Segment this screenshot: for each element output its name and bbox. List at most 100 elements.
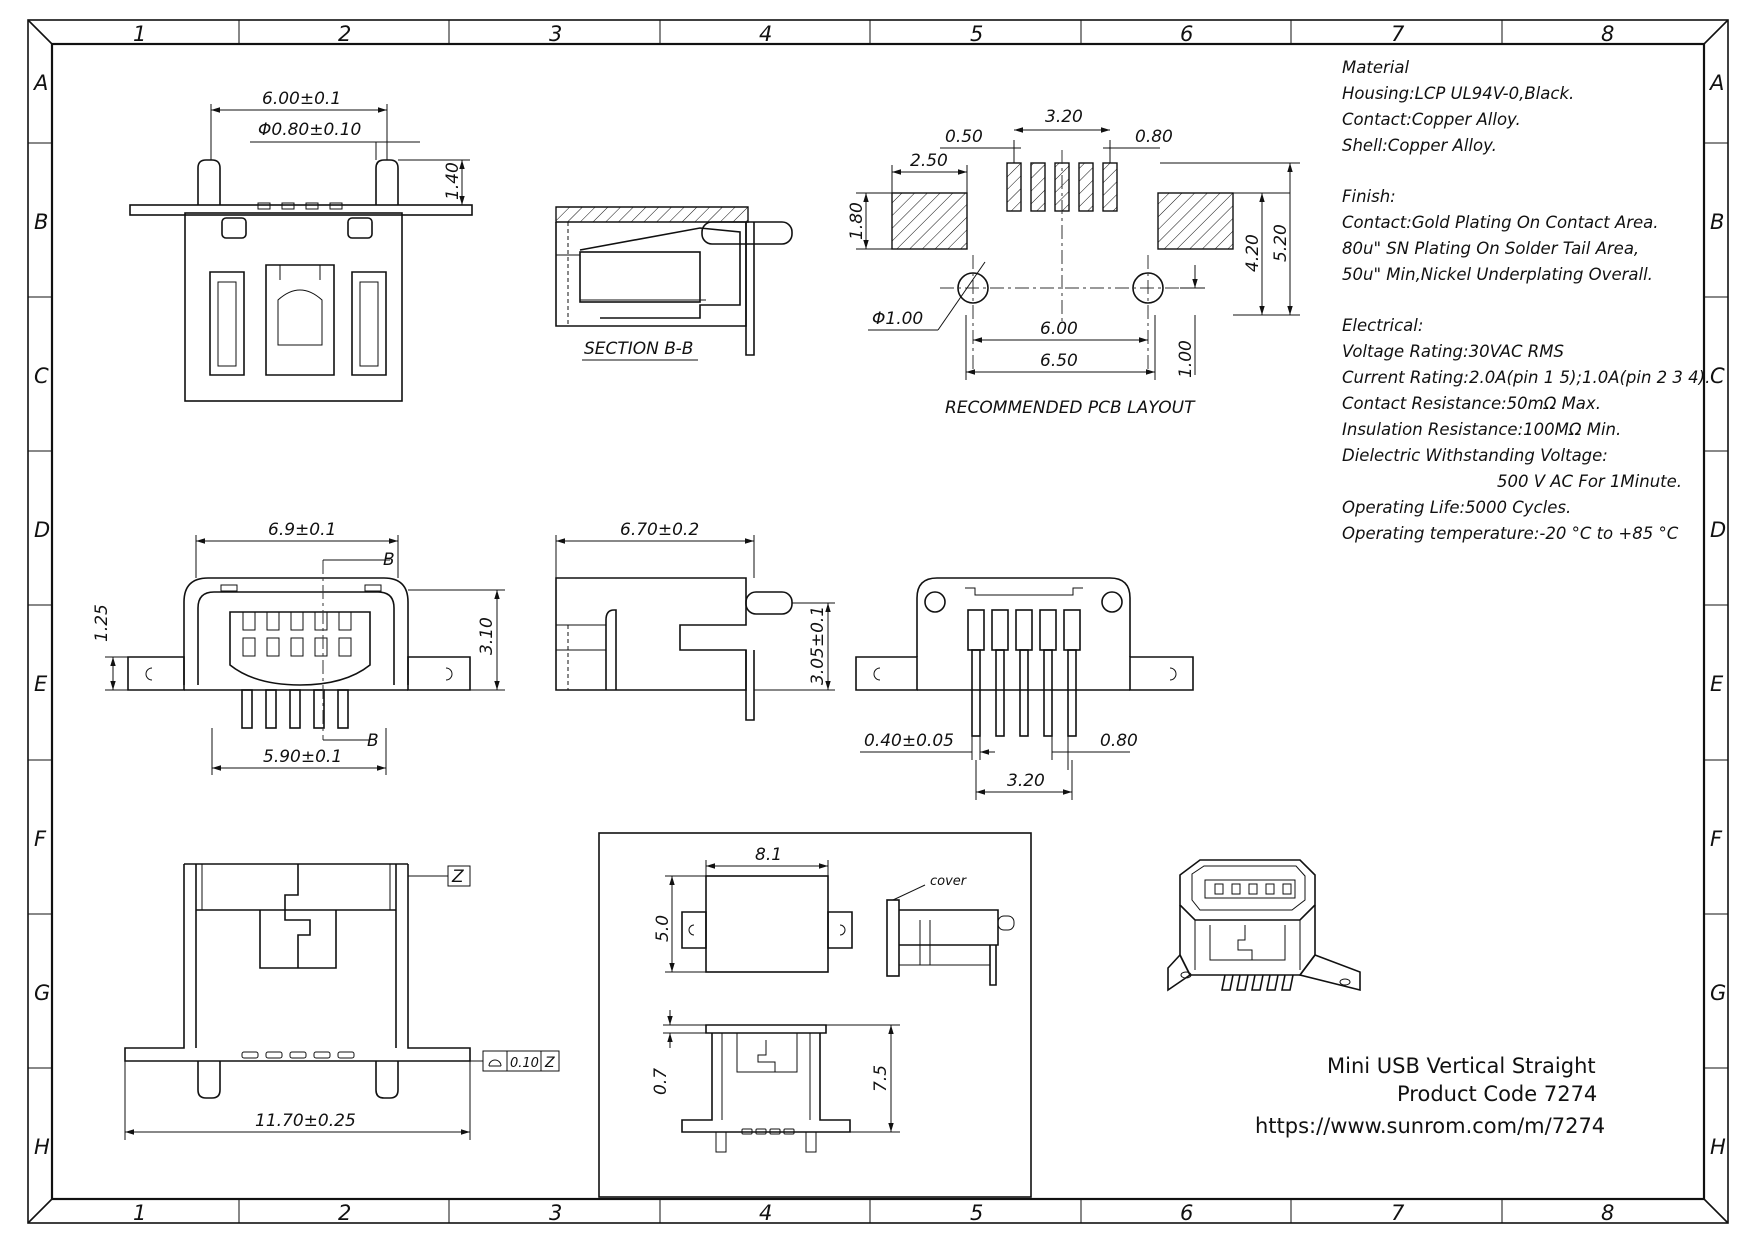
dim-label: 6.00±0.1 [262, 89, 341, 109]
dim-label: 7.5 [871, 1065, 891, 1092]
note-line: Material [1342, 58, 1409, 77]
dim-label: 1.00 [1176, 340, 1196, 378]
row-label: C [34, 364, 49, 388]
top-view: 6.00±0.1 Φ0.80±0.10 1.40 [129, 89, 473, 402]
section-view: SECTION B-B [555, 206, 793, 361]
cover-detail: 8.1 5.0 cover 0.7 7.5 [598, 832, 1032, 1198]
section-mark: B [383, 550, 395, 570]
note-line: Finish: [1342, 187, 1396, 206]
note-line: Current Rating:2.0A(pin 1 5);1.0A(pin 2 … [1342, 368, 1710, 387]
note-line: Operating Life:5000 Cycles. [1342, 498, 1571, 517]
dim-label: 3.20 [1007, 771, 1045, 791]
note-line: Shell:Copper Alloy. [1342, 136, 1497, 155]
dim-label: 5.20 [1271, 224, 1291, 262]
row-label: H [34, 1135, 50, 1159]
col-label: 8 [1601, 22, 1614, 46]
dim-label: 4.20 [1243, 234, 1263, 272]
pcb-layout-view: 3.20 0.50 0.80 2.50 1.80 4.20 5.20 Φ1.00… [847, 107, 1300, 418]
col-label: 6 [1180, 22, 1193, 46]
dim-label: 1.25 [92, 604, 112, 642]
row-label: E [34, 672, 48, 696]
row-label: F [34, 827, 47, 851]
section-mark: B [367, 731, 379, 751]
product-url: https://www.sunrom.com/m/7274 [1255, 1114, 1605, 1138]
col-label: 5 [970, 22, 983, 46]
note-line: Housing:LCP UL94V-0,Black. [1342, 84, 1574, 103]
dim-label: 0.80 [1135, 127, 1173, 147]
col-label: 2 [338, 22, 351, 46]
row-label: D [1710, 518, 1726, 542]
front-view: B B 6.9±0.1 5.90±0.1 3.10 1.25 [92, 520, 505, 775]
dim-label: 6.70±0.2 [620, 520, 699, 540]
title-block: Mini USB Vertical Straight Product Code … [1255, 1054, 1605, 1138]
col-label: 3 [549, 1201, 562, 1225]
rear-view: 0.40±0.05 0.80 3.20 [855, 577, 1194, 800]
row-label: H [1710, 1135, 1726, 1159]
dim-label: Φ1.00 [872, 309, 923, 329]
dim-label: 0.7 [651, 1068, 671, 1095]
side-view: 6.70±0.2 3.05±0.1 [555, 520, 835, 721]
col-label: 5 [970, 1201, 983, 1225]
note-line: 80u" SN Plating On Solder Tail Area, [1342, 239, 1639, 258]
col-label: 6 [1180, 1201, 1193, 1225]
dim-label: 5.90±0.1 [263, 747, 342, 767]
row-label: F [1710, 827, 1723, 851]
drawing-frame [27, 19, 1729, 1224]
row-label: D [34, 518, 50, 542]
dim-label: 1.80 [847, 202, 867, 240]
note-line: Operating temperature:-20 °C to +85 °C [1342, 524, 1679, 543]
note-line: Electrical: [1342, 316, 1423, 335]
col-label: 8 [1601, 1201, 1614, 1225]
row-label: G [34, 981, 50, 1005]
col-label: 3 [549, 22, 562, 46]
note-line: Dielectric Withstanding Voltage: [1342, 446, 1608, 465]
dim-label: 3.20 [1045, 107, 1083, 127]
dim-label: 0.40±0.05 [864, 731, 954, 751]
col-label: 7 [1391, 22, 1405, 46]
row-label: B [34, 210, 48, 234]
note-line: Insulation Resistance:100MΩ Min. [1342, 420, 1621, 439]
flatness-value: 0.10 [510, 1056, 539, 1071]
dim-label: 5.0 [653, 915, 673, 942]
dim-label: 1.40 [443, 162, 463, 200]
col-label: 4 [759, 22, 772, 46]
cover-label: cover [930, 874, 968, 889]
note-line: Voltage Rating:30VAC RMS [1342, 342, 1564, 361]
dim-label: 3.10 [477, 617, 497, 655]
note-line: Contact:Copper Alloy. [1342, 110, 1521, 129]
datum-label: Z [451, 867, 464, 887]
spec-notes: Material Housing:LCP UL94V-0,Black. Cont… [1342, 58, 1710, 543]
column-labels: 1 2 3 4 5 6 7 8 1 2 3 4 5 6 7 8 [133, 22, 1614, 1225]
dim-label: 3.05±0.1 [808, 606, 828, 685]
col-label: 2 [338, 1201, 351, 1225]
col-label: 1 [133, 1201, 146, 1225]
dim-label: Φ0.80±0.10 [258, 120, 361, 140]
product-code: Product Code 7274 [1397, 1082, 1597, 1106]
dim-label: 11.70±0.25 [255, 1111, 356, 1131]
dim-label: 6.9±0.1 [268, 520, 336, 540]
row-label: A [1708, 71, 1724, 95]
product-name: Mini USB Vertical Straight [1327, 1054, 1596, 1078]
row-label: C [1710, 364, 1725, 388]
pcb-label: RECOMMENDED PCB LAYOUT [945, 398, 1196, 418]
dim-label: 8.1 [755, 845, 782, 865]
note-line: Contact:Gold Plating On Contact Area. [1342, 213, 1659, 232]
bottom-view: Z 0.10 Z 11.70±0.25 [124, 863, 560, 1140]
dim-label: 2.50 [910, 151, 948, 171]
note-line: Contact Resistance:50mΩ Max. [1342, 394, 1601, 413]
row-label: A [32, 71, 48, 95]
row-label: G [1710, 981, 1726, 1005]
col-label: 4 [759, 1201, 772, 1225]
col-label: 7 [1391, 1201, 1405, 1225]
note-line: 50u" Min,Nickel Underplating Overall. [1342, 265, 1653, 284]
dim-label: 6.50 [1040, 351, 1078, 371]
row-label: B [1710, 210, 1724, 234]
section-label: SECTION B-B [584, 339, 693, 359]
note-line: 500 V AC For 1Minute. [1497, 472, 1682, 491]
datum-ref: Z [544, 1055, 555, 1071]
dim-label: 0.80 [1100, 731, 1138, 751]
row-labels: A B C D E F G H A B C D E F G H [32, 71, 1726, 1159]
col-label: 1 [133, 22, 146, 46]
dim-label: 0.50 [945, 127, 983, 147]
